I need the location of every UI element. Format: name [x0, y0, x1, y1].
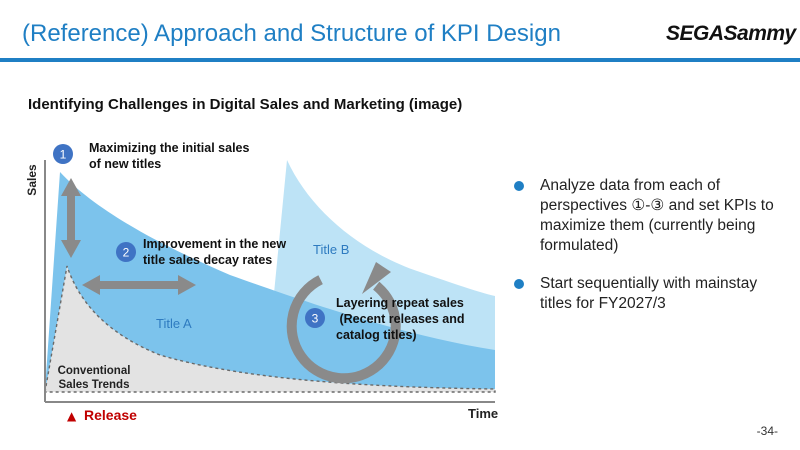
bullet-item: Analyze data from each of perspectives ①…	[514, 176, 784, 256]
bullet-item: Start sequentially with mainstay titles …	[514, 274, 784, 314]
title-b-label: Title B	[313, 242, 349, 257]
page-number: -34-	[756, 424, 778, 438]
point-2-label-line1: Improvement in the new	[143, 237, 286, 251]
initial-sales-arrow-icon	[61, 178, 81, 258]
conventional-trend-area	[44, 265, 496, 393]
point-1-label-line2: of new titles	[89, 157, 161, 171]
sega-sammy-logo: SEGASammy	[666, 22, 796, 45]
point-2-label-line2: title sales decay rates	[143, 253, 272, 267]
point-1-label-line1: Maximizing the initial sales	[89, 141, 250, 155]
title-a-area	[45, 172, 495, 392]
point-3-badge	[305, 308, 325, 328]
release-label: Release	[84, 407, 137, 423]
point-1-number: 1	[60, 148, 67, 162]
title-divider	[0, 58, 800, 62]
point-1-badge	[53, 144, 73, 164]
release-triangle-icon: ▲	[67, 409, 77, 423]
repeat-sales-cycle-arrow-icon	[286, 262, 401, 384]
section-subtitle: Identifying Challenges in Digital Sales …	[28, 96, 463, 113]
point-3-label-line3: catalog titles)	[336, 328, 417, 342]
title-a-label: Title A	[156, 316, 192, 331]
conventional-label-line1: Conventional	[58, 365, 131, 377]
point-2-badge	[116, 242, 136, 262]
x-axis-label: Time	[468, 406, 498, 421]
point-3-label-line2: (Recent releases and	[336, 312, 465, 326]
point-2-number: 2	[123, 246, 130, 260]
conventional-label-line2: Sales Trends	[59, 379, 130, 391]
page-title: (Reference) Approach and Structure of KP…	[22, 20, 561, 47]
point-3-number: 3	[312, 312, 319, 326]
kpi-bullet-list: Analyze data from each of perspectives ①…	[514, 176, 784, 332]
decay-rate-arrow-icon	[82, 275, 196, 295]
point-3-label-line1: Layering repeat sales	[336, 296, 464, 310]
y-axis-label: Sales	[25, 164, 39, 196]
